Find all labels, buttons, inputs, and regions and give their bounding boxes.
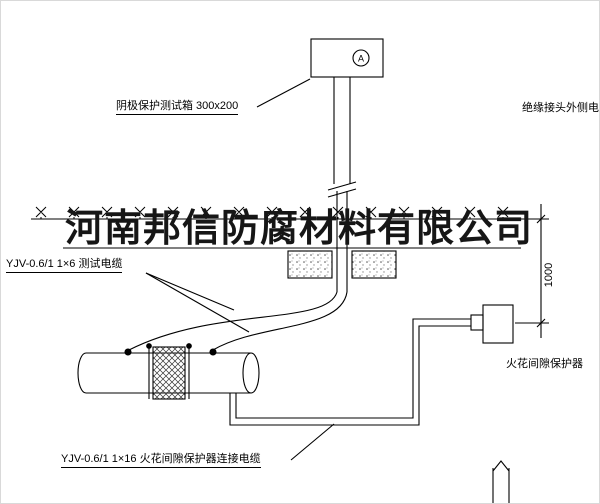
test-box [310,38,384,78]
pipe-coupling [152,346,186,400]
test-cable-1 [128,291,338,351]
leader-test-box [256,78,311,108]
leader-protector-cable [290,423,335,461]
meter-symbol-letter: A [358,54,364,64]
protector-cable-inner [229,325,471,426]
company-watermark: 河南邦信防腐材料有限公司 [64,208,533,250]
meter-symbol-circle [352,49,370,67]
break-symbol [327,181,357,198]
ground-hatch [35,206,509,219]
flange-bolt-left [146,343,152,349]
spark-gap-protector [482,304,514,344]
spark-gap-label: 火花间隙保护器 [506,358,583,370]
protector-cable-outer [235,318,471,419]
clamp-symbol [492,460,510,503]
concrete-block-left [287,250,333,279]
spark-gap-cable-label: YJV-0.6/1 1×16 火花间隙保护器连接电缆 [61,453,261,468]
insulating-joint-cable-label: 绝缘接头外侧电缆 [522,102,599,114]
test-box-label: 阴极保护测试箱 300x200 [116,100,239,115]
dimension-value: 1000 [543,263,555,287]
pipe-end-left [77,352,87,394]
dimension-ticks [536,214,546,328]
leader-test-cable-2 [145,272,250,333]
concrete-block-right [351,250,397,279]
flange-bolt-right [186,343,192,349]
test-cable-label: YJV-0.6/1 1×6 测试电缆 [6,258,123,273]
cad-weld-left [124,348,132,356]
leader-test-cable-1 [145,272,235,311]
test-cable-2 [212,291,348,351]
cad-weld-right [209,348,217,356]
dimension-extension-lines [515,218,549,324]
spark-gap-neck [470,314,484,331]
pipe-end-right [242,352,260,394]
